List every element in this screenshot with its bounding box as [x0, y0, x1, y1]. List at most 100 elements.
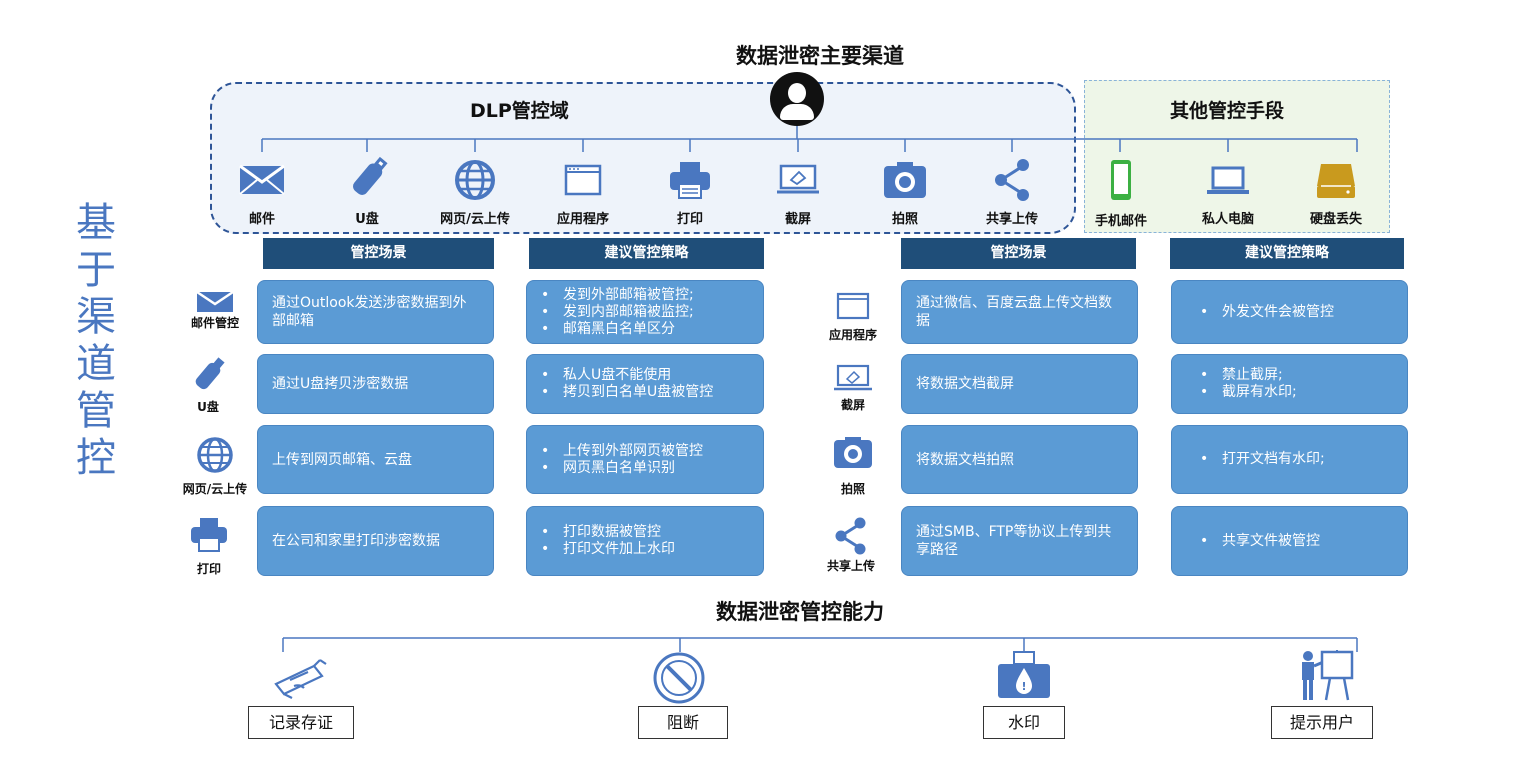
dlp-domain-box [210, 82, 1076, 234]
side-title-char: 渠 [76, 294, 116, 340]
channel-disk-loss: 硬盘丢失 [1281, 158, 1391, 228]
block-icon [653, 652, 705, 704]
side-title-char: 基 [76, 200, 116, 246]
dlp-domain-title: DLP管控域 [470, 100, 569, 122]
channel-label: 拍照 [891, 212, 918, 227]
side-title: 基 于 渠 道 管 控 [66, 200, 126, 482]
row-label: 打印 [196, 562, 221, 576]
strategy-item: 截屏有水印; [1200, 384, 1297, 401]
channel-print: 打印 [635, 158, 745, 228]
svg-text:!: ! [1021, 680, 1026, 693]
app-window-icon [564, 164, 602, 196]
channel-screenshot: 截屏 [743, 158, 853, 228]
strategy-item: 外发文件会被管控 [1200, 304, 1334, 321]
channel-label: 应用程序 [556, 212, 609, 227]
row-icon-screenshot: 截屏 [810, 364, 896, 413]
strategy-item: 发到外部邮箱被管控; [541, 287, 694, 304]
row-icon-app: 应用程序 [810, 292, 896, 343]
globe-icon [197, 437, 233, 473]
screenshot-icon [834, 364, 872, 391]
channel-label: 截屏 [784, 212, 811, 227]
channel-label: 私人电脑 [1201, 212, 1254, 227]
strategy-item: 共享文件被管控 [1200, 533, 1320, 550]
strategy-card: 上传到外部网页被管控 网页黑白名单识别 [526, 425, 764, 494]
channel-mail: 邮件 [207, 158, 317, 228]
strategy-item: 私人U盘不能使用 [541, 367, 713, 384]
strategy-card: 私人U盘不能使用 拷贝到白名单U盘被管控 [526, 354, 764, 414]
side-title-char: 控 [76, 435, 116, 481]
scene-text: 通过Outlook发送涉密数据到外部邮箱 [272, 295, 467, 329]
channel-connector-lines [261, 122, 1358, 152]
row-label: 共享上传 [826, 559, 875, 573]
other-domain-title: 其他管控手段 [1170, 100, 1285, 122]
printer-icon [191, 518, 227, 552]
camera-icon [884, 162, 926, 198]
row-label: 截屏 [840, 398, 865, 412]
strategy-card: 打印数据被管控 打印文件加上水印 [526, 506, 764, 576]
scene-card: 在公司和家里打印涉密数据 [257, 506, 494, 576]
other-domain-box [1084, 80, 1390, 233]
strategy-item: 上传到外部网页被管控 [541, 443, 703, 460]
channel-web-cloud: 网页/云上传 [420, 158, 530, 228]
screenshot-icon [777, 164, 819, 194]
share-icon [995, 159, 1029, 201]
scene-card: 通过SMB、FTP等协议上传到共享路径 [901, 506, 1138, 576]
channel-share-upload: 共享上传 [957, 158, 1067, 228]
strategy-card: 外发文件会被管控 [1171, 280, 1408, 344]
strategy-list: 上传到外部网页被管控 网页黑白名单识别 [527, 443, 703, 477]
mail-icon [239, 164, 285, 195]
row-label: 邮件管控 [190, 316, 239, 330]
ability-watermark: 水印 [983, 706, 1065, 739]
row-label: 网页/云上传 [182, 482, 248, 496]
strategy-item: 邮箱黑白名单区分 [541, 321, 694, 338]
strategy-item: 打印数据被管控 [541, 524, 675, 541]
laptop-icon [1207, 166, 1249, 194]
user-icon [770, 72, 824, 126]
mail-icon [196, 290, 234, 312]
usb-icon [353, 156, 388, 195]
scene-text: 通过SMB、FTP等协议上传到共享路径 [916, 524, 1112, 558]
scene-card: 上传到网页邮箱、云盘 [257, 425, 494, 494]
strategy-list: 共享文件被管控 [1172, 533, 1320, 550]
printer-icon [670, 162, 710, 199]
mobile-phone-icon [1111, 160, 1131, 200]
channel-application: 应用程序 [528, 158, 638, 228]
scene-card: 通过微信、百度云盘上传文档数据 [901, 280, 1138, 344]
strategy-card: 禁止截屏; 截屏有水印; [1171, 354, 1408, 414]
channel-label: 硬盘丢失 [1309, 212, 1362, 227]
side-title-char: 道 [76, 341, 116, 387]
hard-disk-icon [1317, 164, 1355, 198]
channel-label: 邮件 [248, 212, 275, 227]
scene-card: 通过U盘拷贝涉密数据 [257, 354, 494, 414]
globe-icon [455, 160, 495, 200]
row-icon-camera: 拍照 [810, 436, 896, 497]
strategy-item: 网页黑白名单识别 [541, 460, 703, 477]
ability-notify-user: 提示用户 [1271, 706, 1373, 739]
ability-connector-lines [282, 637, 1358, 652]
strategy-item: 发到内部邮箱被监控; [541, 304, 694, 321]
camera-icon [834, 437, 872, 468]
channel-label: 手机邮件 [1094, 214, 1147, 229]
left-header-strategy: 建议管控策略 [529, 238, 764, 269]
strategy-item: 打印文件加上水印 [541, 541, 675, 558]
scene-text: 通过微信、百度云盘上传文档数据 [916, 295, 1112, 329]
channel-personal-pc: 私人电脑 [1173, 158, 1283, 228]
strategy-card: 打开文档有水印; [1171, 425, 1408, 494]
strategy-card: 发到外部邮箱被管控; 发到内部邮箱被监控; 邮箱黑白名单区分 [526, 280, 764, 344]
scene-card: 通过Outlook发送涉密数据到外部邮箱 [257, 280, 494, 344]
row-label: 应用程序 [828, 328, 877, 342]
left-header-scene: 管控场景 [263, 238, 494, 269]
channel-usb: U盘 [312, 156, 422, 228]
scene-text: 通过U盘拷贝涉密数据 [272, 376, 409, 392]
scene-card: 将数据文档截屏 [901, 354, 1138, 414]
watermark-icon: ! [998, 651, 1050, 698]
channel-label: 共享上传 [985, 212, 1038, 227]
row-icon-share: 共享上传 [808, 517, 894, 574]
row-label: U盘 [197, 400, 219, 414]
channel-label: 网页/云上传 [440, 212, 510, 227]
app-window-icon [836, 292, 870, 320]
ability-record: 记录存证 [248, 706, 354, 739]
right-header-scene: 管控场景 [901, 238, 1136, 269]
strategy-item: 打开文档有水印; [1200, 451, 1325, 468]
strategy-list: 外发文件会被管控 [1172, 304, 1334, 321]
